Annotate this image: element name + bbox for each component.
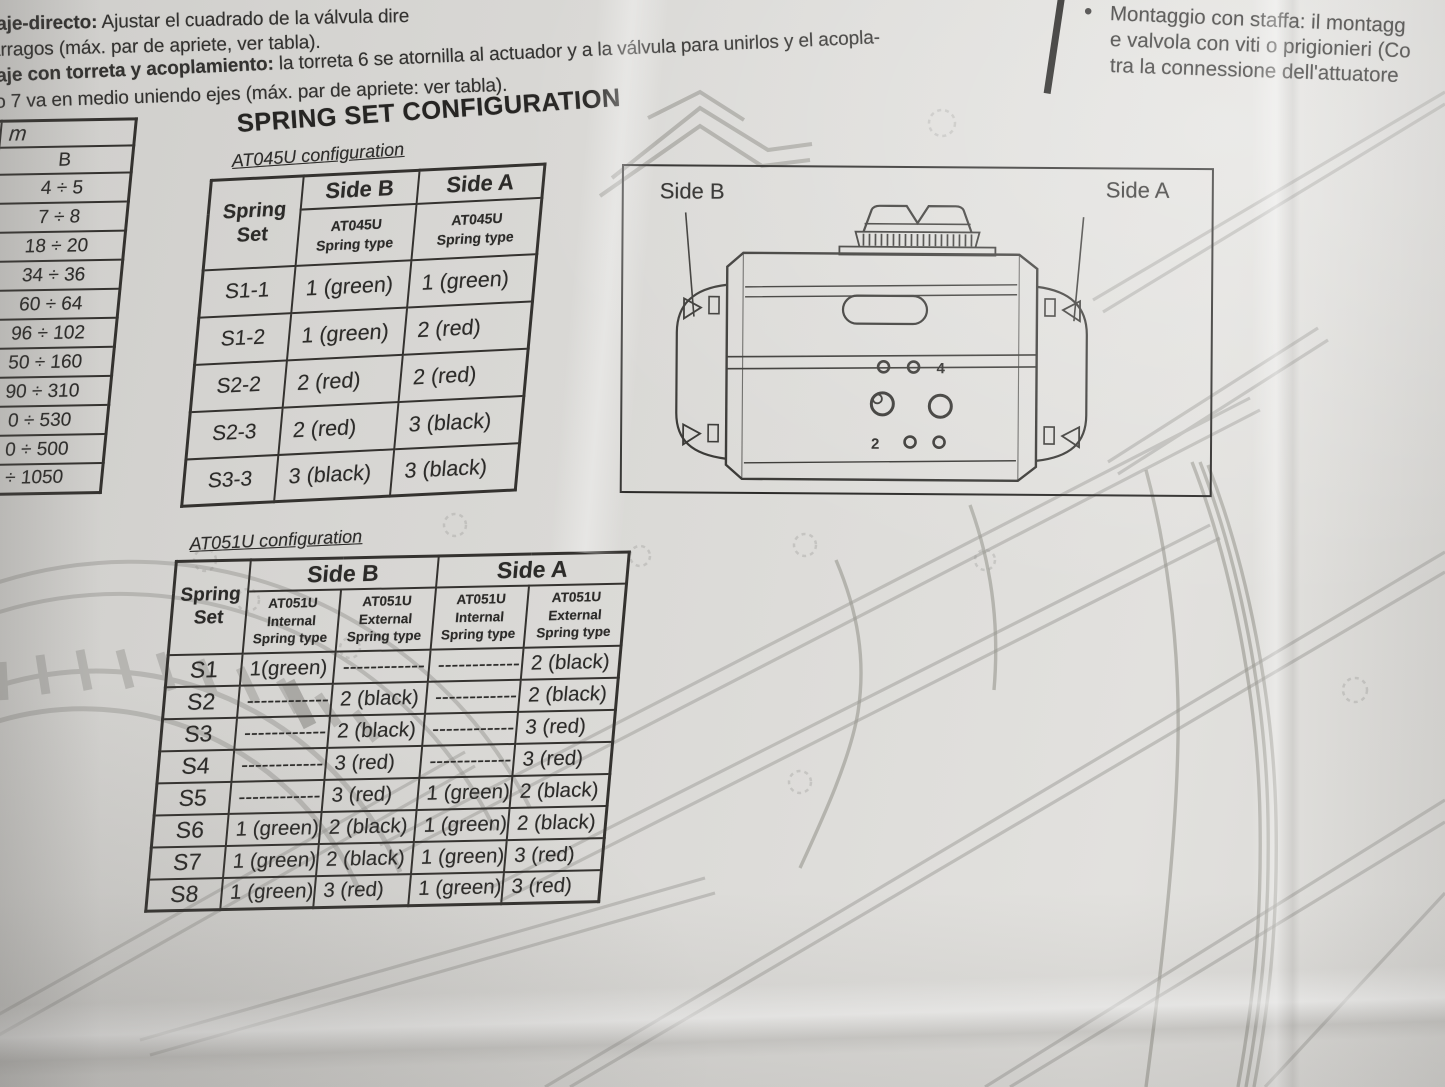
torque-value: 90 ÷ 310	[0, 375, 112, 408]
port-number-2: 2	[871, 436, 879, 453]
torque-unit-header: m	[0, 118, 137, 148]
torque-value: 60 ÷ 64	[0, 288, 120, 321]
port-number-4: 4	[937, 360, 946, 377]
spanish-line-1-rest: Ajustar el cuadrado de la válvula dire	[97, 5, 410, 33]
at051u-side-b-header: Side B	[247, 555, 439, 591]
torque-col-header: B	[0, 145, 134, 175]
spanish-line-3-rest: la torreta 6 se atornilla al actuador y …	[273, 27, 881, 75]
torque-value: ÷ 1050	[0, 462, 104, 495]
torque-value: 0 ÷ 500	[0, 433, 106, 466]
torque-value: 4 ÷ 5	[0, 172, 132, 204]
actuator-diagram: 4 2 Side B Side A	[619, 164, 1214, 498]
torque-value: 34 ÷ 36	[0, 259, 123, 292]
spanish-line-1-lead: taje-directo:	[0, 11, 98, 35]
italian-instructions: • Montaggio con staffa: il montagg e val…	[1064, 0, 1445, 110]
torque-value: 0 ÷ 530	[0, 404, 109, 437]
diagram-side-a-label: Side A	[1105, 177, 1170, 203]
torque-value: 18 ÷ 20	[0, 230, 126, 262]
torque-value: 96 ÷ 102	[0, 317, 118, 350]
torque-value: 50 ÷ 160	[0, 346, 115, 379]
spanish-line-1: taje-directo: Ajustar el cuadrado de la …	[0, 6, 409, 36]
at045u-spring-set-header: Spring Set	[203, 175, 304, 270]
at051u-side-a-header: Side A	[435, 551, 630, 588]
diagram-side-b-label: Side B	[659, 178, 725, 204]
bullet-icon: •	[1084, 0, 1093, 25]
actuator-line-art: 4 2	[675, 204, 1088, 482]
torque-value: 7 ÷ 8	[0, 201, 129, 233]
at051u-spring-set-header: Spring Set	[168, 559, 251, 655]
